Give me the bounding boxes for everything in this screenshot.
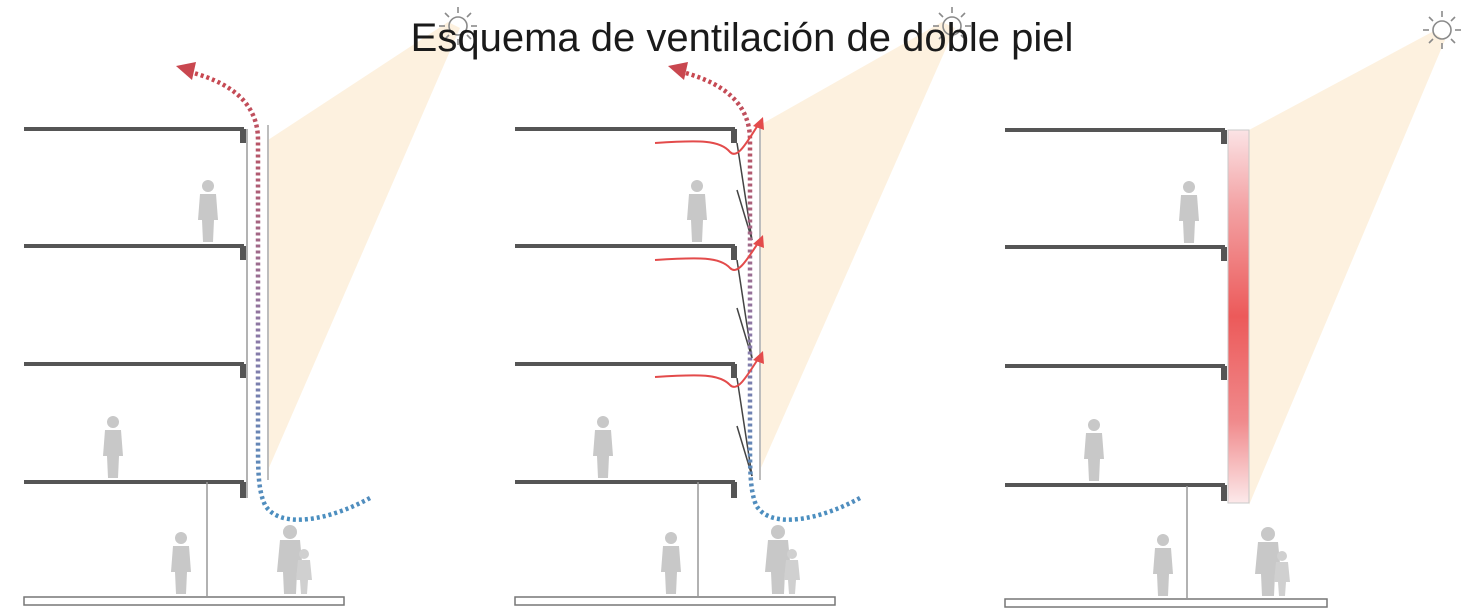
panel-mixed-ventilation <box>514 6 972 606</box>
ground-slab <box>1004 598 1328 608</box>
ground-slab <box>23 596 345 606</box>
sunlight-beam <box>760 22 955 470</box>
floor-slabs <box>515 127 735 484</box>
sunlight-beam <box>268 22 460 470</box>
airflow-arrowhead <box>668 62 688 80</box>
heated-cavity <box>1227 129 1250 504</box>
person-icon <box>1153 534 1173 596</box>
person-icon <box>687 180 707 242</box>
person-icon <box>103 416 123 478</box>
person-group-icon <box>765 525 800 594</box>
diagram-title: Esquema de ventilación de doble piel <box>410 16 1074 60</box>
person-icon <box>593 416 613 478</box>
slab-edges <box>240 129 246 498</box>
floor-slabs <box>1005 128 1225 487</box>
person-icon <box>1179 181 1199 243</box>
airflow-arrow-icon <box>189 69 372 522</box>
person-group-icon <box>277 525 312 594</box>
person-icon <box>171 532 191 594</box>
airflow-arrow-icon <box>681 69 862 522</box>
slab-edges <box>1221 130 1227 501</box>
sunlight-beam <box>1249 32 1445 505</box>
airflow-arrowhead <box>176 62 196 80</box>
panel-closed-cavity <box>1004 10 1462 608</box>
person-icon <box>661 532 681 594</box>
slab-edges <box>731 129 737 498</box>
panel-natural-ventilation <box>23 6 478 606</box>
person-group-icon <box>1255 527 1290 596</box>
interior-air-arrowheads <box>753 117 764 364</box>
ground-slab <box>514 596 836 606</box>
person-icon <box>1084 419 1104 481</box>
interior-air-arrows <box>654 121 761 388</box>
person-icon <box>198 180 218 242</box>
